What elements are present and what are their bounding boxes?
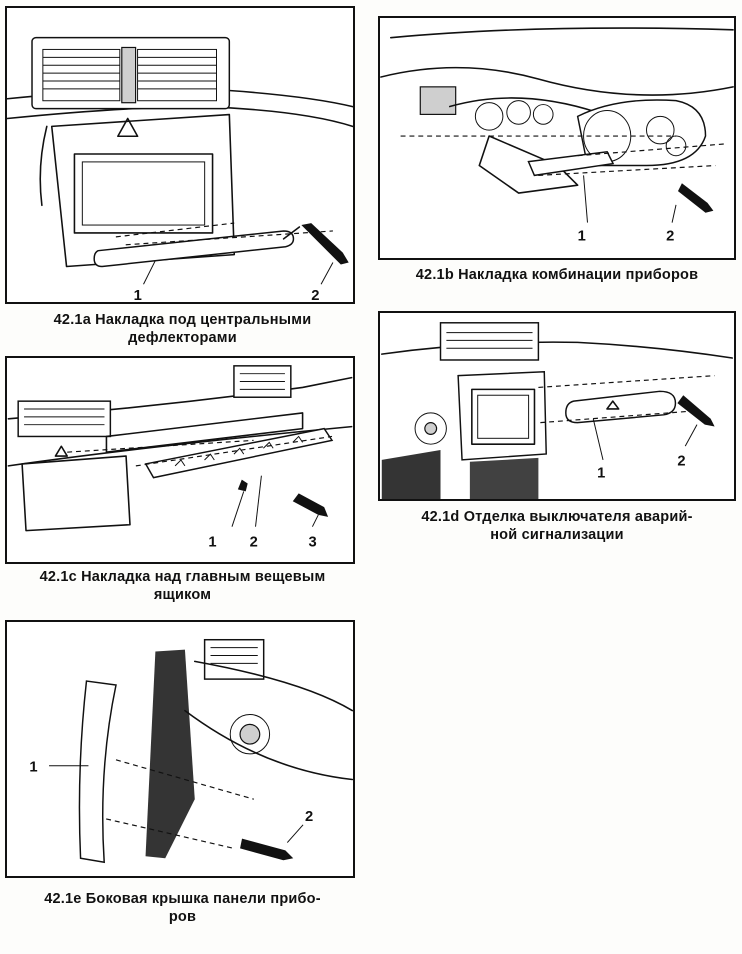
- illustration-42-1b: 1 2: [380, 27, 734, 244]
- callout-1: 1: [29, 760, 37, 776]
- caption-42-1b: 42.1b Накладка комбинации приборов: [378, 266, 736, 284]
- caption-line: ной сигнализации: [490, 527, 624, 543]
- caption-line: 42.1b Накладка комбинации приборов: [415, 267, 699, 283]
- caption-42-1c: 42.1с Накладка над главным вещевым ящико…: [10, 568, 355, 604]
- callout-2: 2: [677, 454, 685, 470]
- callout-2: 2: [666, 228, 674, 244]
- caption-line: 42.1а Накладка под центральными: [53, 312, 312, 328]
- callout-1: 1: [578, 228, 586, 244]
- illustration-42-1d: 1 2: [380, 322, 734, 499]
- callout-1: 1: [597, 465, 605, 481]
- figure-42-1b: 1 2: [378, 16, 736, 260]
- caption-line: ящиком: [153, 587, 212, 603]
- caption-line: 42.1с Накладка над главным вещевым: [39, 569, 326, 585]
- callout-1: 1: [134, 288, 142, 302]
- caption-42-1e: 42.1е Боковая крышка панели прибо- ров: [10, 890, 355, 926]
- caption-line: 42.1е Боковая крышка панели прибо-: [44, 891, 321, 907]
- illustration-42-1e: 1 2: [29, 638, 353, 864]
- callout-2: 2: [305, 809, 313, 825]
- callout-2: 2: [250, 534, 258, 550]
- caption-line: 42.1d Отделка выключателя аварий-: [421, 509, 693, 525]
- figure-42-1e: 1 2: [5, 620, 355, 878]
- illustration-42-1a: 1 2: [7, 36, 353, 302]
- caption-line: ров: [168, 909, 197, 925]
- caption-line: дефлекторами: [128, 330, 237, 346]
- figure-42-1d: 1 2: [378, 311, 736, 501]
- figure-42-1c: 1 2 3: [5, 356, 355, 564]
- caption-42-1a: 42.1а Накладка под центральными дефлекто…: [10, 311, 355, 347]
- caption-42-1d: 42.1d Отделка выключателя аварий- ной си…: [378, 508, 736, 544]
- callout-3: 3: [308, 534, 316, 550]
- illustration-42-1c: 1 2 3: [7, 365, 353, 550]
- figure-42-1a: 1 2: [5, 6, 355, 304]
- callout-2: 2: [311, 288, 319, 302]
- callout-1: 1: [208, 534, 216, 550]
